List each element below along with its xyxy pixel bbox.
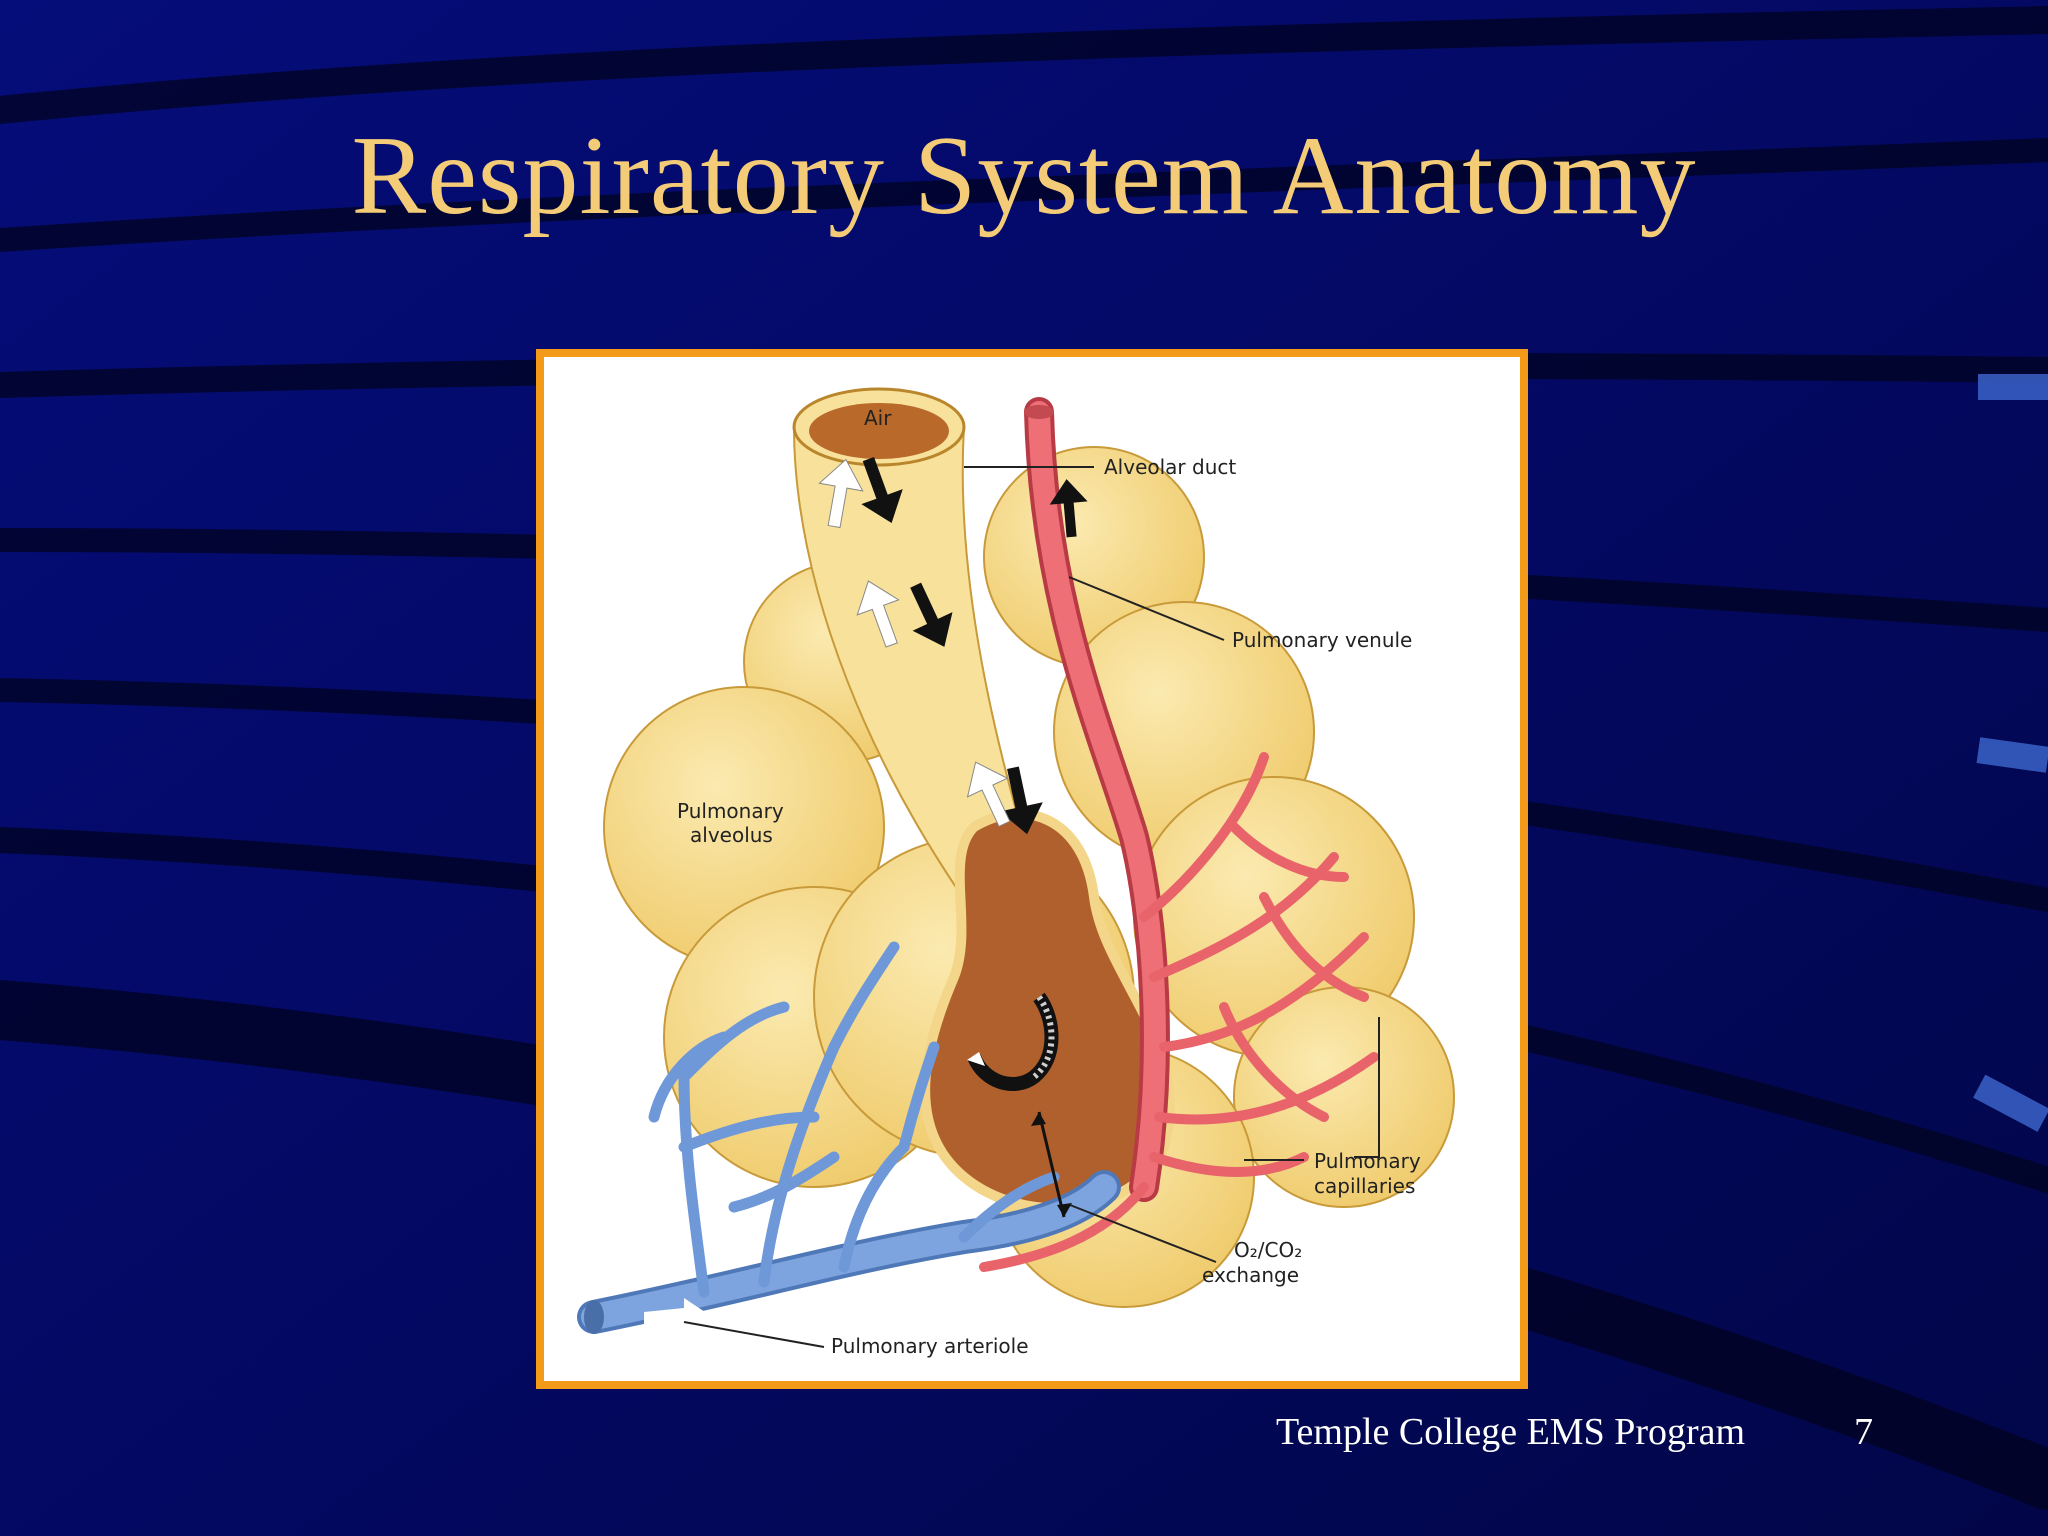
alveolus-diagram-frame: Air Alveolar duct Pulmonary venule Pulmo… [536,349,1528,1389]
label-alveolar-duct: Alveolar duct [1104,455,1236,479]
alveolus-diagram: Air Alveolar duct Pulmonary venule Pulmo… [577,387,1455,1358]
label-pulmonary-capillaries-line1: Pulmonary [1314,1149,1421,1173]
label-pulmonary-venule: Pulmonary venule [1232,628,1412,652]
label-air: Air [864,406,892,430]
pulmonary-capillaries [979,752,1379,1272]
label-pulmonary-alveolus-line1: Pulmonary [677,799,784,823]
label-pulmonary-alveolus-line2: alveolus [690,823,773,847]
slide-page-number: 7 [1854,1411,1873,1453]
pulmonary-venule [1024,397,1170,1202]
arteriole-branches [648,941,1060,1298]
label-pulmonary-arteriole: Pulmonary arteriole [831,1334,1029,1358]
label-exchange-line2: exchange [1202,1263,1299,1287]
leader-lines [683,466,1380,1348]
slide-title: Respiratory System Anatomy [351,114,1697,238]
label-exchange-line1: O₂/CO₂ [1234,1238,1302,1262]
label-pulmonary-capillaries-line2: capillaries [1314,1174,1415,1198]
footer-program: Temple College EMS Program [1276,1411,1746,1453]
diagram-labels: Air Alveolar duct Pulmonary venule Pulmo… [677,406,1421,1358]
